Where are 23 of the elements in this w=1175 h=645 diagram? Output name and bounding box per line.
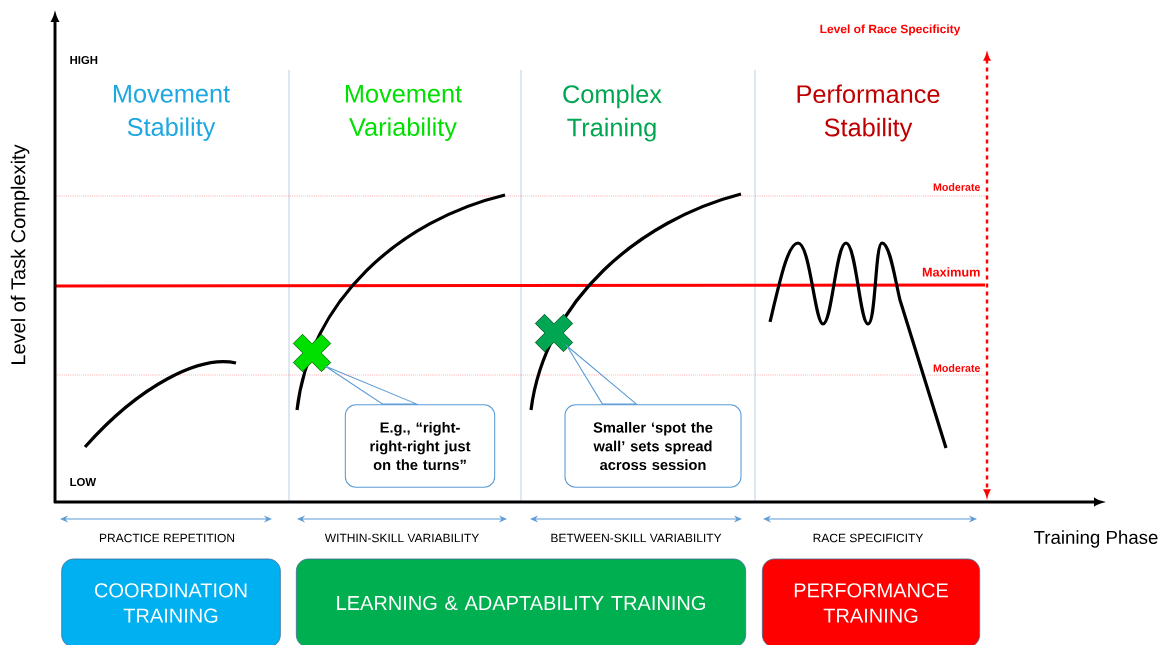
callout-box: Smaller ‘spot the wall’ sets spread across session [564,404,742,488]
axis-end-label: LOW [70,478,97,486]
axis-end-label: HIGH [70,56,98,64]
training-box: LEARNING & ADAPTABILITY TRAINING [295,558,747,645]
training-box: PERFORMANCE TRAINING [761,558,981,645]
range-label: PRACTICE REPETITION [100,533,235,543]
level-label: Maximum [922,267,980,277]
level-label: Moderate [933,364,981,372]
axis-title: Training Phase [1034,530,1158,548]
level-label: Moderate [933,183,981,191]
training-box: COORDINATION TRAINING [61,558,281,645]
axis-title: Level of Task Complexity [10,144,30,364]
axis-title: Level of Race Specificity [820,24,961,36]
phase-heading: Movement Variability [345,85,462,141]
phase-heading: Movement Stability [113,85,230,141]
range-label: RACE SPECIFICITY [813,533,924,543]
range-label: WITHIN-SKILL VARIABILITY [324,533,479,543]
cross-mark [534,313,574,353]
phase-heading: Performance Stability [797,84,940,142]
callout-box: E.g., “right-right-right just on the turns” [344,404,496,488]
phase-heading: Complex Training [563,84,662,142]
cross-mark [292,333,332,373]
range-label: BETWEEN-SKILL VARIABILITY [551,533,722,543]
